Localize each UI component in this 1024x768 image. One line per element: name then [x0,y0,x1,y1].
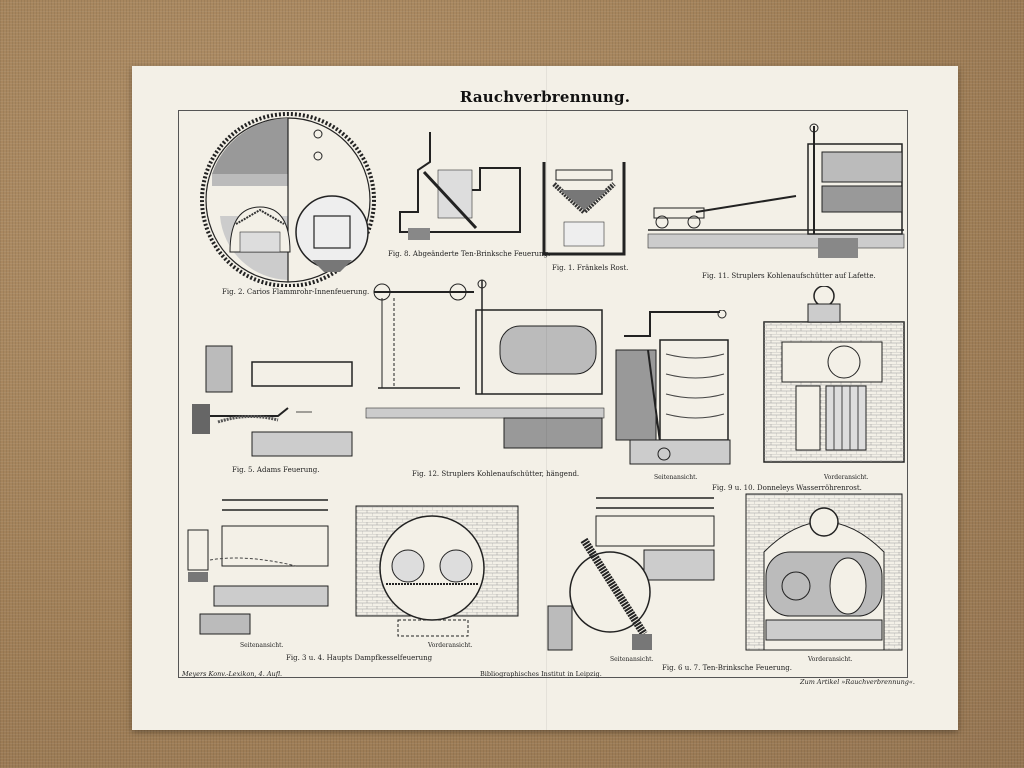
figure-7-illustration [744,492,904,654]
footer-publication: Meyers Konv.-Lexikon, 4. Aufl. [182,670,283,678]
figure-10-subcaption: Vorderansicht. [824,474,869,481]
figure-8-illustration [390,132,530,242]
figure-6-subcaption: Seitenansicht. [610,656,654,663]
figure-6-illustration [544,494,718,654]
figure-9-illustration [610,310,736,470]
figure-9-subcaption: Seitenansicht. [654,474,698,481]
figure-12-caption: Fig. 12. Struplers Kohlenaufschütter, hä… [412,470,580,478]
plate-border [178,110,908,678]
footer-publisher: Bibliographisches Institut in Leipzig. [480,670,602,678]
figure-2-illustration [200,112,380,287]
figure-7-subcaption: Vorderansicht. [808,656,853,663]
figure-4-subcaption: Vorderansicht. [428,642,473,649]
figure-6-7-caption: Fig. 6 u. 7. Ten-Brinksche Feuerung. [662,664,792,672]
figure-11-illustration [646,122,906,262]
figure-10-illustration [756,286,908,466]
figure-8-caption: Fig. 8. Abgeänderte Ten-Brinksche Feueru… [388,250,551,258]
figure-5-caption: Fig. 5. Adams Feuerung. [232,466,320,474]
figure-3-illustration [186,496,334,636]
figure-11-caption: Fig. 11. Struplers Kohlenaufschütter auf… [702,272,876,280]
figure-3-4-caption: Fig. 3 u. 4. Haupts Dampfkesselfeuerung [286,654,433,662]
figure-1-caption: Fig. 1. Fränkels Rost. [552,264,629,272]
figure-4-illustration [352,504,522,638]
footer-article-ref: Zum Artikel »Rauchverbrennung«. [800,678,915,686]
page-title: Rauchverbrennung. [459,88,631,106]
figure-3-subcaption: Seitenansicht. [240,642,284,649]
figure-12-illustration [364,278,606,456]
figure-2-caption: Fig. 2. Carios Flammrohr-Innenfeuerung. [222,288,370,296]
figure-1-illustration [538,162,634,260]
figure-5-illustration [188,342,356,466]
figure-9-10-caption: Fig. 9 u. 10. Donneleys Wasserröhrenrost… [712,484,862,492]
engraving-sheet: Rauchverbrennung. Fig. 2. Carios Flammro… [132,66,958,730]
